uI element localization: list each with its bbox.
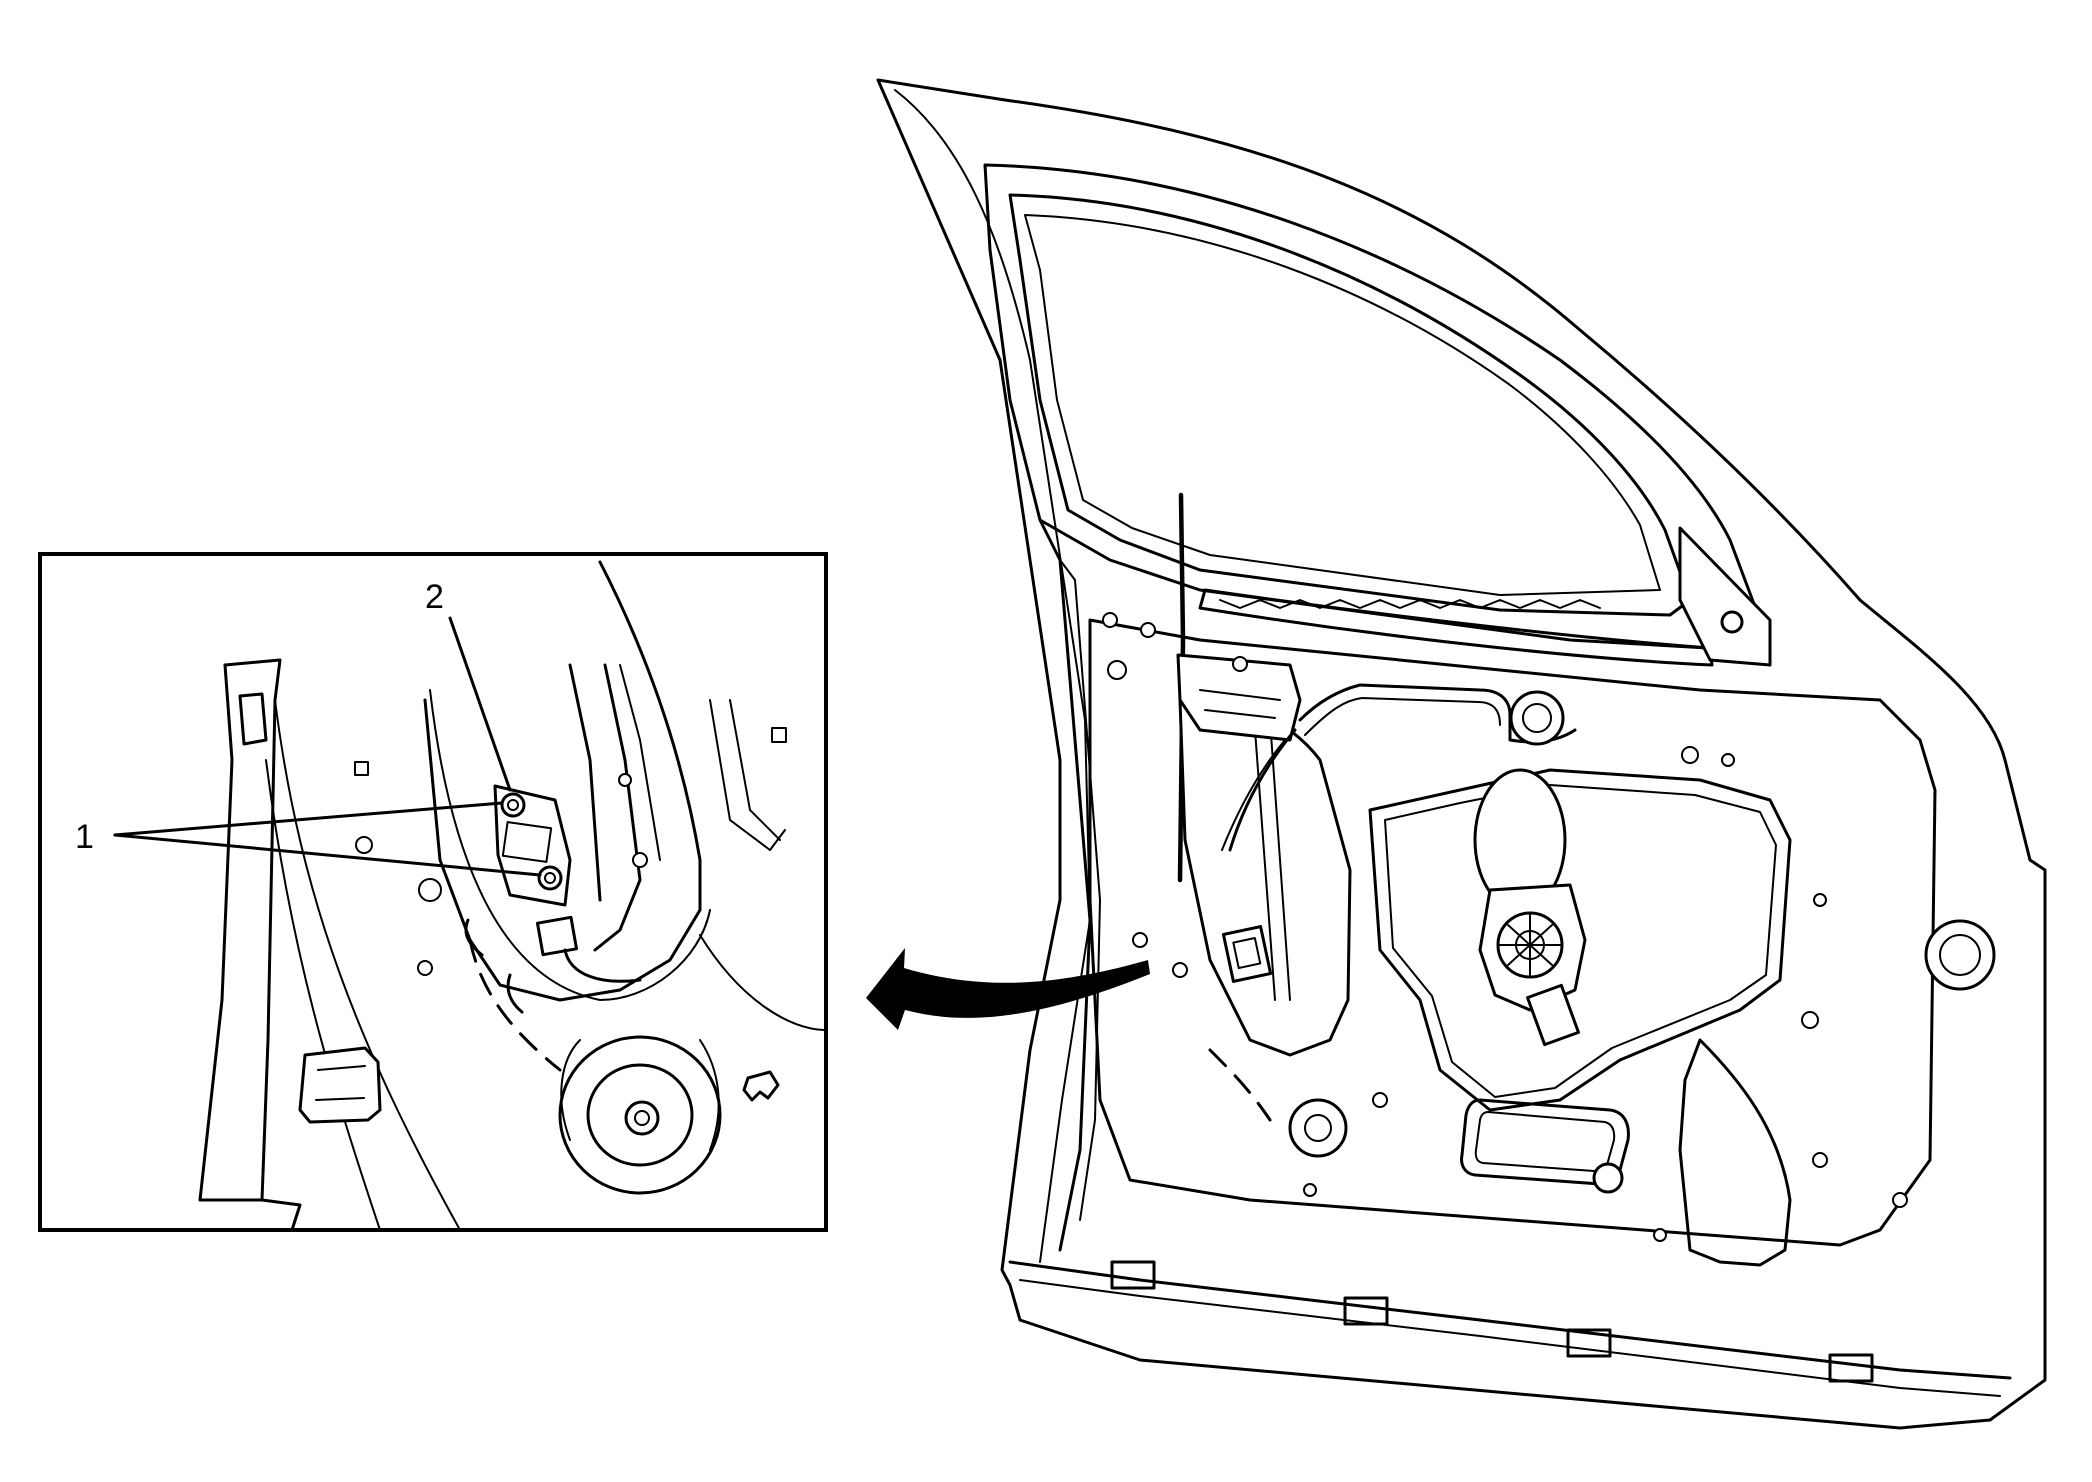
door-assembly: [876, 78, 2047, 1430]
panel-hole: [1681, 746, 1699, 764]
bottom-clip-1: [1110, 1260, 1156, 1290]
inset-dashed-arc: [464, 918, 484, 957]
hinge-pillar-inner: [1059, 559, 1101, 1221]
inset-hole: [618, 773, 632, 787]
inset-trim-strip-2: [593, 663, 642, 952]
mirror-mount-patch: [1678, 526, 1772, 667]
grommet-lower-bolt: [1592, 1162, 1624, 1194]
inset-hole: [632, 852, 648, 868]
regulator-cutout-inner: [1384, 784, 1777, 1098]
inset-panel-line: [709, 699, 786, 851]
bottom-clip-2: [1343, 1296, 1389, 1326]
inset-hole: [771, 727, 787, 743]
inset-dashed-arc-2: [506, 973, 524, 1014]
inset-dashed-route: [468, 938, 562, 1072]
inset-grommet-bolt-inner: [634, 1110, 650, 1126]
inset-hole: [418, 878, 442, 902]
callout-1-leader-lower: [113, 833, 542, 877]
inset-lower-block-detail: [315, 1065, 366, 1101]
inset-switch-panel: [423, 560, 702, 1002]
door-dashed-route: [1208, 1048, 1272, 1122]
panel-holes: [1102, 612, 1908, 1242]
inset-trim-strip: [568, 663, 602, 902]
panel-hole: [1232, 656, 1248, 672]
panel-hole: [1801, 1011, 1819, 1029]
inset-connector: [535, 915, 579, 957]
window-switch-inner-line: [1269, 719, 1291, 1001]
detail-pointer-arrow: [866, 948, 1150, 1030]
inset-panel-line-3: [699, 934, 824, 1031]
window-switch-inner-line-2: [1254, 729, 1276, 1001]
inset-fastener-upper-inner: [507, 799, 519, 811]
panel-hole: [1892, 1192, 1908, 1208]
panel-hole: [1102, 612, 1118, 628]
regulator-gear-spokes: [1497, 912, 1563, 978]
detail-inset: 1 2: [38, 552, 828, 1232]
inset-fastener-lower-inner: [544, 872, 556, 884]
grommet-lower-inner: [1304, 1114, 1332, 1142]
belt-seal-zigzag: [1219, 599, 1601, 609]
arrow-body: [866, 948, 1150, 1030]
hinge-pillar: [1038, 518, 1092, 1252]
inset-hole: [417, 960, 433, 976]
panel-hole: [1140, 622, 1156, 638]
harness-grommet-inner: [1939, 934, 1981, 976]
inset-door-edge-strip: [223, 658, 302, 1228]
inset-connector-wire: [563, 948, 642, 983]
grommet-upper-inner: [1522, 703, 1552, 733]
regulator-cutout: [1368, 768, 1792, 1112]
inset-hole: [355, 836, 373, 854]
lock-rod: [1177, 492, 1186, 883]
regulator-motor-body: [1526, 983, 1580, 1047]
window-glass-opening: [1008, 193, 1692, 617]
handle-bracket-detail: [1199, 689, 1281, 719]
inset-door-edge-line-2: [265, 759, 381, 1228]
inset-panel-line-2: [729, 699, 781, 841]
inset-hole: [354, 761, 369, 776]
panel-hole: [1372, 1092, 1388, 1108]
inset-door-edge-strip-2: [198, 663, 264, 1202]
callout-1-label: 1: [75, 818, 94, 856]
window-frame-outer: [983, 163, 1762, 652]
door-bottom-sill: [1008, 1260, 2012, 1380]
switch-connector-inner: [1232, 937, 1262, 970]
belt-seal: [1198, 588, 1714, 667]
callout-2-label: 2: [425, 578, 444, 616]
inset-push-pin: [742, 1070, 780, 1102]
mirror-mount-hole: [1720, 610, 1744, 634]
wiring-harness-2: [1304, 697, 1501, 736]
panel-hole: [1172, 962, 1188, 978]
panel-hole: [1812, 1152, 1828, 1168]
lower-access-hole-inner: [1474, 1111, 1616, 1173]
panel-hole: [1303, 1183, 1317, 1197]
inset-switch-button: [501, 821, 553, 863]
panel-hole: [1132, 932, 1148, 948]
speaker-opening: [1678, 1038, 1792, 1267]
panel-hole: [1653, 1228, 1667, 1242]
harness-branch-2: [1221, 739, 1286, 851]
inset-grommet-flange: [560, 1039, 720, 1151]
bottom-clip-4: [1828, 1353, 1874, 1383]
inset-door-edge-line: [274, 699, 461, 1228]
handle-bracket: [1176, 653, 1302, 742]
panel-hole: [1721, 753, 1735, 767]
door-bottom-sill-2: [1019, 1279, 2001, 1397]
panel-hole: [1107, 660, 1127, 680]
window-frame-inner: [1024, 214, 1661, 596]
door-outer-panel: [876, 78, 2047, 1430]
inset-trim-strip-3: [619, 664, 661, 861]
inset-switch-panel-outer: [429, 689, 711, 1001]
callout-1-leader-upper: [113, 801, 504, 837]
harness-branch: [1228, 728, 1297, 852]
panel-hole: [1813, 893, 1827, 907]
callout-2-leader: [448, 616, 512, 792]
inset-lower-block: [298, 1046, 382, 1124]
inset-hinge-bracket: [238, 692, 268, 746]
